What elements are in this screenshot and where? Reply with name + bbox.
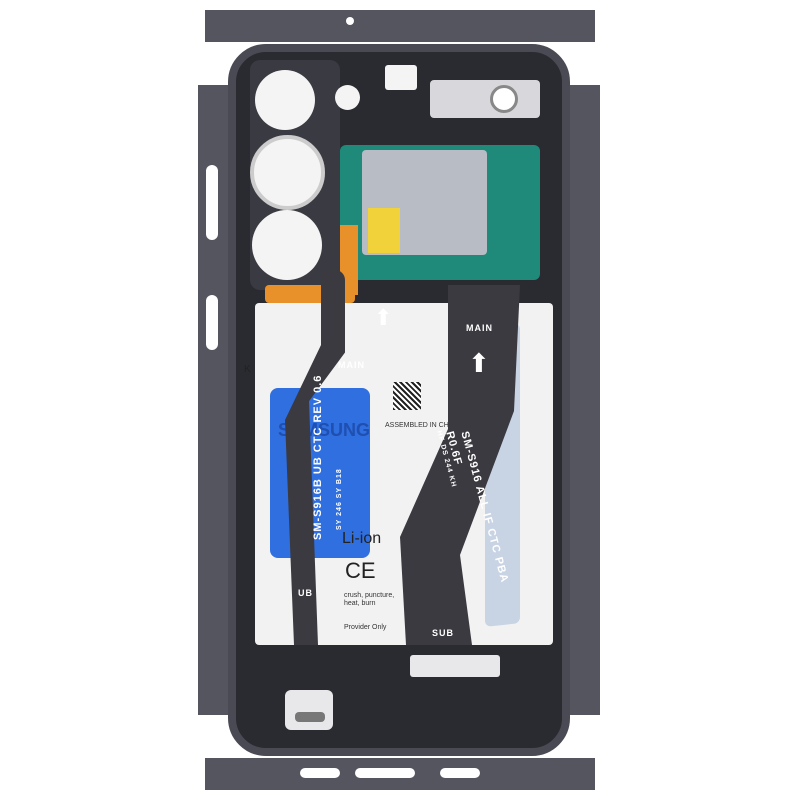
flash	[335, 85, 360, 110]
battery-provider: Provider Only	[344, 624, 387, 631]
camera-lens	[250, 135, 325, 210]
left-cable-text: SM-S916B UB CTC REV 0.6	[312, 374, 324, 540]
top-strip	[205, 10, 595, 42]
right-cable-top-label: MAIN	[466, 323, 493, 333]
sub-bracket	[410, 655, 500, 677]
left-cable-code: SY 246 SY B18	[336, 468, 343, 530]
left-cable-bottom-label: UB	[298, 588, 313, 598]
front-camera-bracket	[430, 80, 540, 118]
left-cable-top-label: MAIN	[338, 360, 365, 370]
arrow-up-icon: ⬆	[468, 348, 490, 378]
battery-chemistry: Li-ion	[342, 530, 382, 547]
battery-assembled: ASSEMBLED IN CHINA	[385, 422, 461, 429]
button-cutout	[206, 295, 218, 350]
qr-code	[393, 382, 421, 410]
bottom-slot	[355, 768, 415, 778]
speaker-grille	[295, 712, 325, 722]
sensor	[385, 65, 417, 90]
camera-lens	[252, 210, 322, 280]
bottom-slot	[300, 768, 340, 778]
bottom-slot	[440, 768, 480, 778]
front-camera	[490, 85, 518, 113]
battery-blue-label	[270, 388, 370, 558]
side-mark: K	[244, 364, 251, 375]
yellow-tape	[368, 208, 400, 253]
camera-lens	[255, 70, 315, 130]
ce-mark: CE	[345, 558, 376, 583]
right-cable-bottom-label: SUB	[432, 628, 455, 638]
button-cutout	[206, 165, 218, 240]
battery-warning: crush, puncture, heat, burn	[344, 592, 395, 607]
top-hole	[346, 17, 354, 25]
arrow-up-icon: ⬆	[374, 305, 393, 330]
speaker-bracket	[285, 690, 333, 730]
